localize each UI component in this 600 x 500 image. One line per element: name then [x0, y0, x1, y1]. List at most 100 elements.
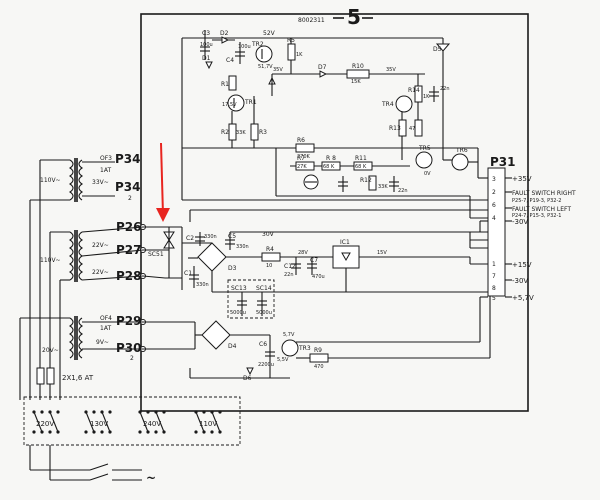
label-d1: D1	[202, 55, 211, 62]
label-tr3: TR3	[298, 345, 311, 352]
label-tr6: TR6	[455, 147, 468, 154]
voltage-17-5v: 17,5V	[222, 102, 237, 108]
label-sec-33v: 33V~	[92, 179, 109, 186]
value-c3: 100u	[200, 42, 213, 48]
label-tr1: TR1	[244, 99, 257, 106]
value-r10: 15K	[351, 79, 361, 85]
label-r7: R7	[297, 155, 305, 162]
p34-pin-2: 2	[128, 195, 132, 202]
selector-contacts	[32, 410, 222, 434]
label-r14: R14	[408, 87, 420, 94]
xfmr-low-primary	[69, 317, 74, 359]
voltage-28v: 28V	[298, 250, 308, 256]
label-r8: R 8	[326, 155, 336, 162]
connector-p31-label: P31	[490, 155, 516, 169]
voltage-51-7v: 51,7V	[258, 64, 273, 70]
label-r2: R2	[221, 129, 229, 136]
voltage-15v: 15V	[377, 250, 387, 256]
red-annotation-arrow-head	[156, 208, 170, 222]
sel-dot-5	[32, 430, 36, 434]
connector-p26: P26	[116, 220, 142, 234]
diode-d7-symbol	[319, 70, 328, 78]
label-c4: C4	[226, 57, 234, 64]
output-plus-5-7v: +5,7V	[512, 294, 534, 302]
value-c1: 330n	[196, 282, 209, 288]
resistor-r7	[295, 161, 315, 171]
xfmr-upper-secondary	[78, 159, 83, 201]
resistor-r2	[228, 123, 237, 141]
value-r13: 470	[409, 126, 419, 132]
label-d7: D7	[318, 64, 327, 71]
selector-130v: 130V	[90, 420, 108, 428]
value-r5: 1K	[296, 52, 303, 58]
p30-pin-2: 2	[130, 355, 134, 362]
label-c6: C6	[259, 341, 267, 348]
output-plus-35v: +35V	[512, 175, 532, 183]
sel-link-7	[195, 411, 205, 433]
resistor-r9	[309, 353, 329, 363]
label-r3: R3	[259, 129, 267, 136]
value-r11: 68 K	[355, 164, 367, 170]
diode-d2-symbol	[221, 36, 230, 44]
label-r4: R4	[266, 246, 274, 253]
bridge-rectifier-d4	[201, 320, 231, 350]
label-r13: R13	[389, 125, 401, 132]
p31-pin-3: 3	[492, 176, 496, 183]
voltage-5-5v: 5,5V	[277, 357, 289, 363]
sel-link-5	[139, 411, 149, 433]
sel-dot-7	[48, 430, 52, 434]
label-main-fuses: 2X1,6 AT	[62, 374, 94, 382]
connector-p31-body	[487, 167, 506, 297]
label-c7: C7	[310, 257, 318, 264]
fuse-main-1	[36, 367, 45, 385]
label-c12: C12	[284, 263, 296, 270]
sel-dot-26	[202, 410, 206, 414]
resistor-r3	[250, 123, 259, 141]
label-tr5: TR5	[418, 145, 431, 152]
label-c3: C3	[202, 30, 210, 37]
value-c4: 100u	[238, 44, 251, 50]
label-r6: R6	[297, 137, 305, 144]
connector-p29: P29	[116, 314, 142, 328]
output-minus-30v-b: -30V	[512, 277, 528, 285]
p31-pin-6: 6	[492, 202, 496, 209]
resistor-r15	[414, 119, 423, 137]
transistor-tr5	[415, 151, 433, 169]
sel-dot-23	[154, 430, 158, 434]
connector-p34-bottom: P34	[115, 180, 141, 194]
diode-d5-symbol	[435, 43, 451, 52]
voltage-30v: 30V	[262, 231, 275, 238]
label-tr2: TR2	[251, 41, 264, 48]
sel-dot-4	[56, 410, 60, 414]
sel-dot-31	[210, 430, 214, 434]
value-c6: 2200u	[258, 362, 274, 368]
label-r1: R1	[221, 81, 229, 88]
sel-dot-20	[162, 410, 166, 414]
sel-link-2	[49, 411, 59, 433]
label-r11: R11	[355, 155, 367, 162]
connector-p27: P27	[116, 243, 142, 257]
output-plus-15v: +15V	[512, 261, 532, 269]
transistor-tr3	[281, 339, 299, 357]
selector-240v: 240V	[143, 420, 161, 428]
mains-ac-symbol: ~	[146, 471, 156, 485]
selector-110v: 110V	[199, 420, 217, 428]
value-sc13: 5000u	[230, 310, 246, 316]
resistor-r8	[321, 161, 341, 171]
sel-dot-12	[108, 410, 112, 414]
value-r4: 10	[266, 263, 272, 269]
value-r8: 68 K	[323, 164, 335, 170]
voltage-5-7v: 5,7V	[283, 332, 295, 338]
label-sc14: SC14	[256, 285, 272, 292]
p31-pin-2: 2	[492, 189, 496, 196]
transistor-tr6	[451, 153, 469, 171]
resistor-r6	[295, 143, 315, 153]
sel-link-1	[33, 411, 43, 433]
sel-dot-18	[146, 410, 150, 414]
value-c-right: 22n	[398, 188, 408, 194]
selector-220v: 220V	[36, 420, 54, 428]
value-sc14: 5000u	[256, 310, 272, 316]
transistor-tr1	[227, 94, 245, 112]
